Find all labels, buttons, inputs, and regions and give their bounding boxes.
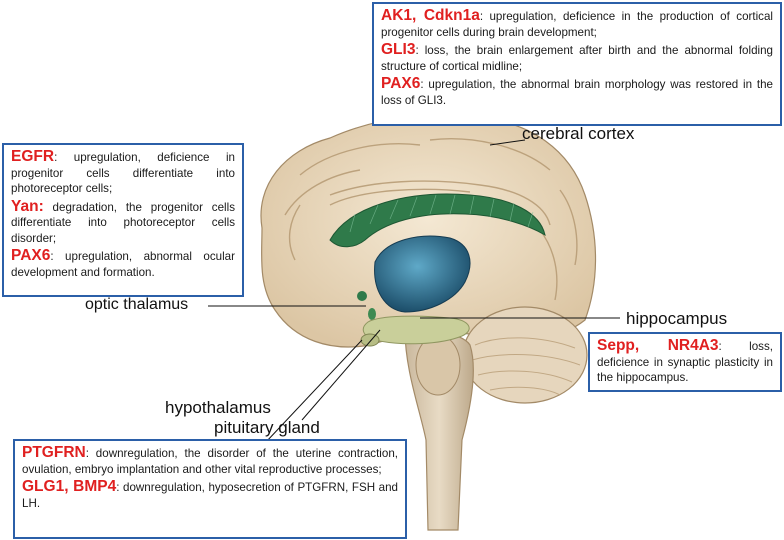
label-hippocampus: hippocampus	[626, 309, 728, 328]
corpus-callosum	[329, 193, 546, 248]
label-pituitary-gland: pituitary gland	[214, 418, 320, 437]
thalamus-entry-3: PAX6: upregulation, abnormal ocular deve…	[11, 248, 235, 280]
gene-effect: : loss, deficience in synaptic plasticit…	[597, 340, 773, 384]
cortex-entry-3: PAX6: upregulation, the abnormal brain m…	[381, 76, 773, 108]
gene-name: Sepp, NR4A3	[597, 337, 719, 354]
pituitary-entry-2: GLG1, BMP4: downregulation, hyposecretio…	[22, 479, 398, 511]
thalamus-entry-1: EGFR: upregulation, deficience in progen…	[11, 149, 235, 197]
gene-effect: degradation, the progenitor cells differ…	[11, 200, 235, 245]
label-optic-thalamus: optic thalamus	[85, 296, 189, 313]
gene-name: PTGFRN	[22, 444, 86, 461]
gene-name: Yan:	[11, 197, 44, 215]
label-cerebral-cortex: cerebral cortex	[522, 124, 635, 143]
gene-effect: : downregulation, the disorder of the ut…	[22, 447, 398, 476]
pituitary	[360, 333, 380, 347]
pituitary-gene-box: PTGFRN: downregulation, the disorder of …	[13, 439, 407, 539]
gene-effect: : downregulation, hyposecretion of PTGFR…	[22, 481, 398, 510]
label-hypothalamus: hypothalamus	[165, 398, 271, 417]
gene-effect: : loss, the brain enlargement after birt…	[381, 44, 773, 73]
gene-name: GLG1, BMP4	[22, 478, 117, 495]
cortex-entry-1: AK1, Cdkn1a: upregulation, deficience in…	[381, 8, 773, 40]
gene-name: PAX6	[381, 75, 421, 92]
gene-effect: : upregulation, deficience in progenitor…	[11, 151, 235, 195]
pituitary-entry-1: PTGFRN: downregulation, the disorder of …	[22, 445, 398, 477]
gene-effect: : upregulation, the abnormal brain morph…	[381, 78, 773, 107]
gene-name: AK1, Cdkn1a	[381, 7, 480, 24]
gene-effect: : upregulation, deficience in the produc…	[381, 10, 773, 39]
hippocampus-gene-box: Sepp, NR4A3: loss, deficience in synapti…	[588, 332, 782, 392]
gene-name: GLI3	[381, 41, 416, 58]
gene-effect: : upregulation, abnormal ocular developm…	[11, 250, 235, 279]
cortex-gene-box: AK1, Cdkn1a: upregulation, deficience in…	[372, 2, 782, 126]
thalamus-gene-box: EGFR: upregulation, deficience in progen…	[2, 143, 244, 297]
cortex-entry-2: GLI3: loss, the brain enlargement after …	[381, 42, 773, 74]
gene-name: PAX6	[11, 247, 51, 264]
gene-name: EGFR	[11, 148, 55, 165]
thalamus-entry-2: Yan: degradation, the progenitor cells d…	[11, 197, 235, 247]
hippocampus-entry-1: Sepp, NR4A3: loss, deficience in synapti…	[597, 338, 773, 386]
ventricle	[374, 235, 471, 313]
